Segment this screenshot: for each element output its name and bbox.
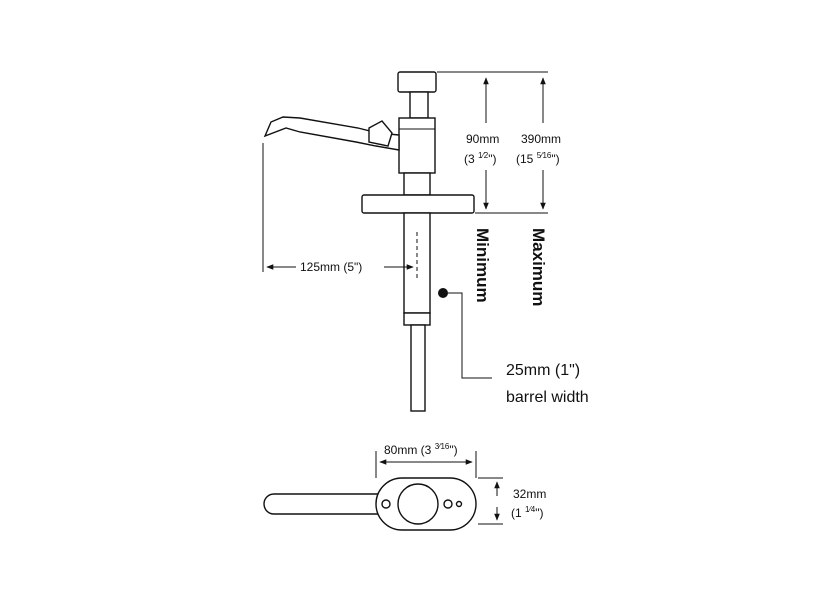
plan-screw-right [443, 499, 453, 509]
spout-collar [368, 120, 393, 147]
pump-knob [397, 71, 437, 93]
base-width-label: 80mm (3 3⁄16") [384, 442, 458, 457]
short-height-inch: (3 1⁄2") [464, 151, 497, 166]
pump-neck [403, 172, 431, 196]
spout-reach-label: 125mm (5") [300, 260, 362, 274]
barrel-callout: 25mm (1") barrel width [438, 288, 589, 406]
plan-head [397, 483, 439, 525]
base-depth-inch: (1 1⁄4") [511, 505, 544, 520]
plunger-rod [409, 91, 429, 119]
barrel-width-label: barrel width [506, 389, 589, 406]
barrel-collar [403, 312, 431, 326]
plan-vent [455, 500, 463, 508]
height-dimensions: 90mm (3 1⁄2") 390mm (15 5⁄16") Maximum M… [437, 71, 561, 306]
spout-reach-dimension: 125mm (5") [262, 143, 418, 280]
base-depth-mm: 32mm [513, 487, 546, 501]
callout-dot [438, 288, 448, 298]
pump-head [398, 117, 436, 174]
short-height-mm: 90mm [466, 132, 499, 146]
plan-screw-left [381, 499, 391, 509]
max-height-mm: 390mm [521, 132, 561, 146]
pump-spout [263, 116, 400, 151]
minimum-label: Minimum [473, 228, 492, 303]
pump-plan-view: 80mm (3 3⁄16") 32mm (1 1⁄4") [263, 442, 546, 531]
max-height-inch: (15 5⁄16") [516, 151, 560, 166]
suction-pipe [410, 324, 426, 412]
barrel-size-label: 25mm (1") [506, 362, 580, 379]
mounting-plate [361, 194, 475, 214]
pump-side-view [263, 71, 475, 412]
maximum-label: Maximum [529, 228, 548, 306]
